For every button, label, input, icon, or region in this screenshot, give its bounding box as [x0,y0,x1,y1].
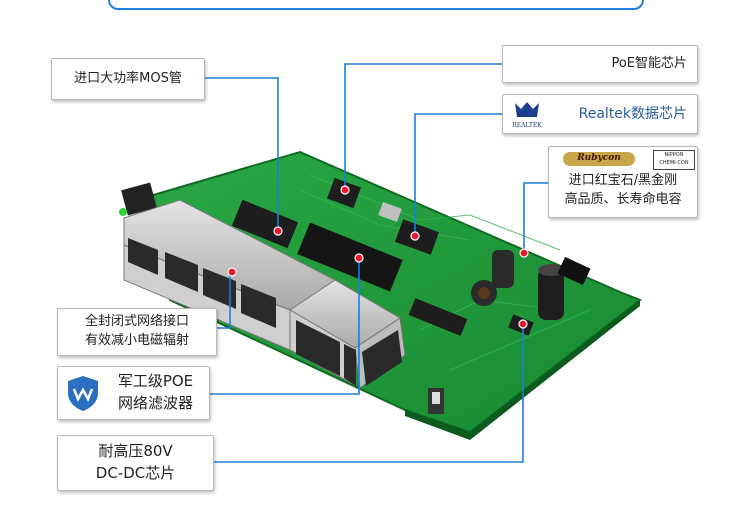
power-terminal [121,182,157,216]
callout-capacitor-line1: 进口红宝石/黑金刚 [568,173,678,189]
callout-filter-line1: 军工级POE [117,372,194,391]
marker-realtek [410,231,420,241]
callout-capacitor-line2: 高品质、长寿命电容 [564,192,682,207]
callout-poe-chip-text: PoE智能芯片 [611,55,687,71]
callout-capacitor: Rubycon NIPPON CHEMI-CON 进口红宝石/黑金刚 高品质、长… [548,146,698,218]
callout-dcdc: 耐高压80V DC-DC芯片 [57,435,214,491]
callout-mos: 进口大功率MOS管 [51,58,205,100]
marker-capacitor [519,248,529,258]
capacitor [538,268,564,320]
marker-filter [354,253,364,263]
mos-array [231,199,299,249]
nippon-logo-line2: CHEMI-CON [659,160,689,166]
rubycon-logo: Rubycon [563,152,635,166]
callout-dcdc-line2: DC-DC芯片 [95,464,176,482]
callout-realtek-chip-text: Realtek数据芯片 [578,105,687,122]
nippon-chemicon-logo: NIPPON CHEMI-CON [653,150,695,170]
callout-shielded-port: 全封闭式网络接口 有效减小电磁辐射 [57,308,217,356]
callout-realtek-chip: REALTEK Realtek数据芯片 [502,94,698,134]
callout-poe-chip: PoE智能芯片 [502,45,698,83]
callout-shielded-line1: 全封闭式网络接口 [84,314,189,330]
realtek-logo-text: REALTEK [512,122,542,129]
poe-filter-ic [297,222,403,292]
marker-shielded-port [227,267,237,277]
marker-mos [273,226,283,236]
callout-filter-line2: 网络滤波器 [117,394,193,412]
shield-wave-icon [68,376,98,411]
callout-shielded-line2: 有效减小电磁辐射 [84,333,189,348]
realtek-logo: REALTEK [512,102,542,129]
callout-filter: 军工级POE 网络滤波器 [57,366,210,420]
marker-poe-chip [340,185,350,195]
callout-dcdc-line1: 耐高压80V [98,442,173,461]
callout-mos-text: 进口大功率MOS管 [74,70,182,86]
marker-dcdc [518,319,528,329]
nippon-logo-line1: NIPPON [664,152,684,158]
